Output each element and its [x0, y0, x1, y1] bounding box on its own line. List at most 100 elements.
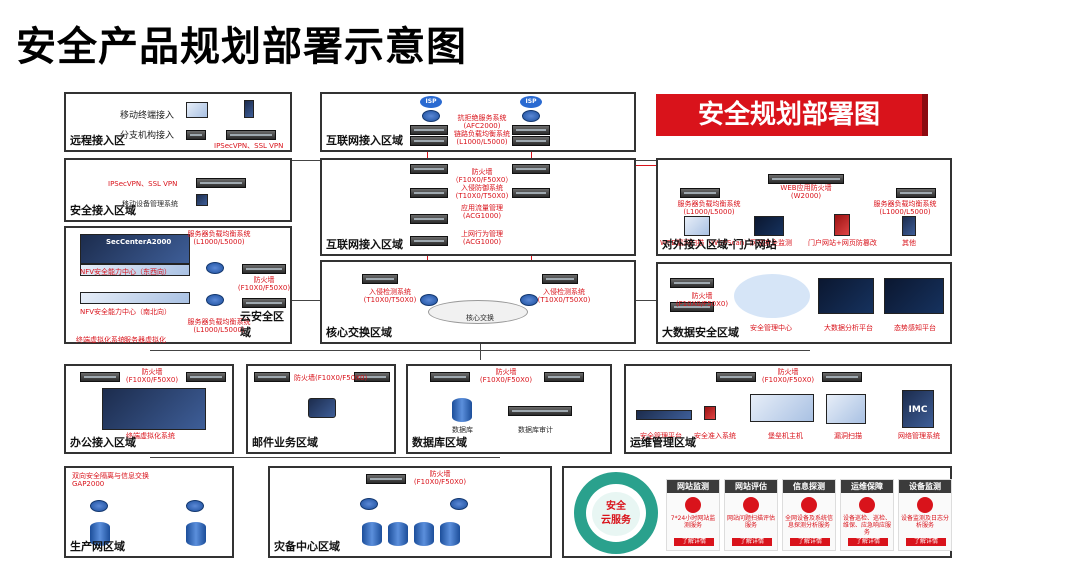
mdm-device-icon: [196, 194, 208, 206]
zone-security-access: IPSecVPN、SSL VPN 移动设备管理系统 安全接入区域: [64, 158, 292, 222]
deployment-banner: 安全规划部署图: [656, 94, 928, 136]
router-icon: [422, 110, 440, 122]
anti-tamper-icon: [834, 214, 850, 236]
anti-tamper-label: 门户网站+网页防篡改: [808, 239, 877, 247]
server-cluster-icon: [414, 522, 434, 546]
firewall-icon: [822, 372, 862, 382]
seccenter-screen: [80, 234, 190, 264]
link-line: [480, 344, 481, 360]
zone-label: 远程接入区: [70, 134, 125, 147]
waf-device-icon: [768, 174, 844, 184]
ops-icon: [859, 497, 875, 513]
service-card[interactable]: 网站监测 7*24小时网站监测服务 了解详情: [666, 479, 720, 551]
virt-desktop-screen: [102, 388, 206, 430]
switch-icon: [206, 262, 224, 274]
firewall-label: 防火墙 (F10X0/F50X0): [675, 292, 729, 308]
service-card[interactable]: 设备监测 设备监测及日志分析服务 了解详情: [898, 479, 952, 551]
details-button[interactable]: 了解详情: [906, 538, 946, 546]
webscan-screen: [684, 216, 710, 236]
core-switch-label: 核心交换: [466, 314, 494, 322]
firewall-icon: [80, 372, 120, 382]
server-virt-label: 服务器虚拟化: [124, 336, 166, 344]
service-card[interactable]: 运维保障 设备巡检、巡检、维保、应急响应服务 了解详情: [840, 479, 894, 551]
zone-internet-access: 防火墙（F10X0/F50X0） 入侵防御系统 (T10X0/T50X0) 应用…: [320, 158, 636, 256]
ids-right-label: 入侵检测系统 (T10X0/T50X0): [537, 288, 591, 304]
acg-icon: [410, 214, 448, 224]
zone-remote-access: 移动终端接入 分支机构接入 IPSecVPN、SSL VPN 远程接入区: [64, 92, 292, 152]
ips-icon: [410, 188, 448, 198]
laptop-icon: [186, 102, 208, 118]
service-card[interactable]: 网站评估 网站问题扫描评估服务 了解详情: [724, 479, 778, 551]
platform-device-icon: [636, 410, 692, 420]
page-title: 安全产品规划部署示意图: [16, 24, 467, 70]
vpn-label: IPSecVPN、SSL VPN: [214, 142, 284, 150]
details-button[interactable]: 了解详情: [790, 538, 830, 546]
isp-right-icon: ISP: [520, 96, 542, 108]
server-lb-label: 服务器负载均衡系统 (L1000/L5000): [187, 230, 251, 246]
core-switch-icon: [420, 294, 438, 306]
acg-icon: [410, 236, 448, 246]
server-cluster-icon: [362, 522, 382, 546]
nfv-north-south-label: NFV安全能力中心（南北向）: [80, 308, 172, 316]
mgmt-center-label: 安全管理中心: [750, 324, 792, 332]
acg-behavior-label: 上网行为管理 (ACG1000): [461, 230, 503, 246]
zone-ops: 防火墙 (F10X0/F50X0) IMC 安全管理平台 安全准入系统 堡垒机主…: [624, 364, 952, 454]
lb-device-icon: [680, 188, 720, 198]
nfv-east-west-label: NFV安全能力中心（东西向）: [80, 268, 172, 276]
ids-device-icon: [362, 274, 398, 284]
details-button[interactable]: 了解详情: [674, 538, 714, 546]
service-desc: 7*24小时网站监测服务: [670, 515, 716, 529]
cloud-icon: [734, 274, 810, 318]
details-button[interactable]: 了解详情: [848, 538, 888, 546]
link-lb-label: 链路负载均衡系统 (L1000/L5000): [454, 130, 510, 146]
service-title: 运维保障: [841, 480, 893, 493]
zone-label: 核心交换区域: [326, 326, 392, 339]
tablet-icon: [244, 100, 254, 118]
zone-label: 邮件业务区域: [252, 436, 318, 449]
imc-icon: IMC: [902, 390, 934, 428]
service-desc: 网站问题扫描评估服务: [727, 515, 776, 529]
firewall-label: 防火墙(F10X0/F50X0): [294, 374, 368, 382]
nfv-east-west-panel: [80, 264, 190, 276]
zone-label: 灾备中心区域: [274, 540, 340, 553]
service-desc: 设备监测及日志分析服务: [901, 515, 950, 529]
firewall-icon: [366, 474, 406, 484]
zone-label: 互联网接入区域: [326, 134, 403, 147]
monitor-screen: [754, 216, 784, 236]
zone-core-switching: 入侵检测系统 (T10X0/T50X0) 入侵检测系统 (T10X0/T50X0…: [320, 260, 636, 344]
vpn-gateway-icon: [226, 130, 276, 140]
firewall-icon: [242, 264, 286, 274]
firewall-label: 防火墙 (F10X0/F50X0): [479, 368, 533, 384]
mail-folder-icon: [308, 398, 336, 418]
gap-label: 双向安全隔离与信息交换 GAP2000: [72, 472, 149, 488]
ids-device-icon: [542, 274, 578, 284]
access-icon: [704, 406, 716, 420]
details-button[interactable]: 了解详情: [732, 538, 772, 546]
server-cluster-icon: [90, 522, 110, 546]
firewall-label: 防火墙 (F10X0/F50X0): [413, 470, 467, 486]
situation-label: 态势感知平台: [894, 324, 936, 332]
firewall-icon: [512, 164, 550, 174]
firewall-label: 防火墙 (F10X0/F50X0): [125, 368, 179, 384]
service-desc: 设备巡检、巡检、维保、应急响应服务: [843, 515, 892, 536]
monitor-icon: [685, 497, 701, 513]
db-audit-label: 数据库审计: [518, 426, 553, 434]
firewall-icon: [716, 372, 756, 382]
other-label: 其他: [902, 239, 916, 247]
firewall-icon: [410, 164, 448, 174]
service-card[interactable]: 信息探测 全网设备及系统信息探测分析服务 了解详情: [782, 479, 836, 551]
service-title: 网站监测: [667, 480, 719, 493]
acg-traffic-label: 应用流量管理 (ACG1000): [461, 204, 503, 220]
branch-router-icon: [186, 130, 206, 140]
zone-label: 安全接入区域: [70, 204, 136, 217]
switch-icon: [90, 500, 108, 512]
bastion-screen: [750, 394, 814, 422]
isp-left-icon: ISP: [420, 96, 442, 108]
zone-label: 互联网接入区域: [326, 238, 403, 251]
server-cluster-icon: [186, 522, 206, 546]
mdm-label: 移动设备管理系统: [122, 200, 178, 208]
firewall-icon: [354, 372, 390, 382]
scan-screen: [826, 394, 866, 424]
service-title: 网站评估: [725, 480, 777, 493]
terminal-virt-label: 终端虚拟化系统: [126, 432, 175, 440]
